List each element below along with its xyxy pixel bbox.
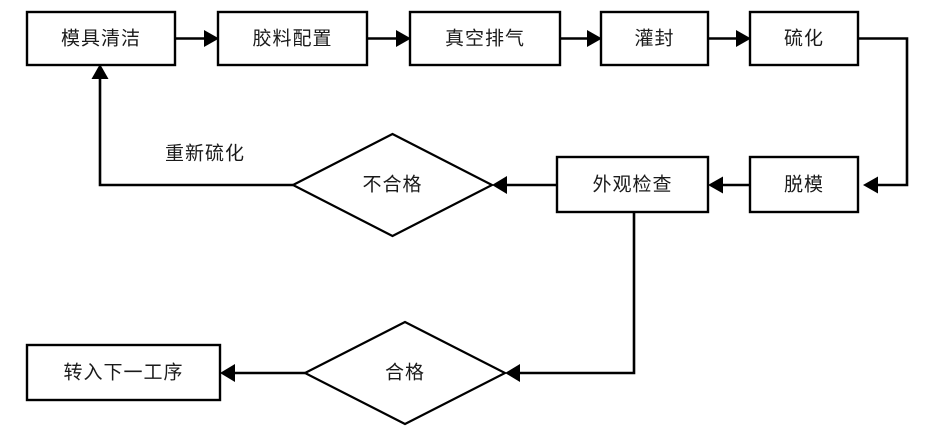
node-visual-check-label: 外观检查 bbox=[592, 173, 672, 195]
node-mold-clean-label: 模具清洁 bbox=[61, 27, 141, 49]
node-potting-label: 灌封 bbox=[634, 27, 674, 49]
node-pass-decision-label: 合格 bbox=[385, 361, 425, 383]
node-vulcanize-label: 硫化 bbox=[784, 27, 824, 49]
edge-vacuum-degas-to-potting bbox=[560, 30, 602, 47]
edge-visual-check-to-fail bbox=[492, 176, 557, 194]
node-vulcanize[interactable]: 硫化 bbox=[748, 10, 860, 67]
node-fail-decision[interactable]: 不合格 bbox=[290, 132, 495, 238]
node-glue-prep-label: 胶料配置 bbox=[252, 27, 332, 49]
node-vacuum-degas-label: 真空排气 bbox=[445, 27, 525, 49]
edge-label-revulcanize: 重新硫化 bbox=[165, 142, 245, 164]
node-next-process-label: 转入下一工序 bbox=[63, 361, 183, 383]
edge-mold-clean-to-glue-prep bbox=[175, 30, 219, 47]
edge-pass-to-next-process bbox=[220, 364, 305, 382]
edge-demold-to-visual-check bbox=[708, 176, 750, 194]
node-glue-prep[interactable]: 胶料配置 bbox=[216, 10, 369, 67]
node-demold[interactable]: 脱模 bbox=[748, 155, 860, 214]
node-mold-clean[interactable]: 模具清洁 bbox=[25, 10, 177, 67]
node-pass-decision[interactable]: 合格 bbox=[302, 320, 508, 426]
node-next-process[interactable]: 转入下一工序 bbox=[25, 343, 222, 402]
node-potting[interactable]: 灌封 bbox=[599, 10, 710, 67]
edge-potting-to-vulcanize bbox=[708, 30, 751, 47]
edge-visual-check-to-pass bbox=[505, 212, 636, 382]
edge-glue-prep-to-vacuum-degas bbox=[367, 30, 411, 47]
node-fail-decision-label: 不合格 bbox=[362, 173, 422, 195]
edge-fail-to-mold-clean bbox=[91, 64, 293, 187]
node-visual-check[interactable]: 外观检查 bbox=[555, 155, 710, 214]
node-vacuum-degas[interactable]: 真空排气 bbox=[408, 10, 562, 67]
node-demold-label: 脱模 bbox=[784, 173, 824, 195]
edge-vulcanize-to-demold bbox=[858, 37, 909, 194]
